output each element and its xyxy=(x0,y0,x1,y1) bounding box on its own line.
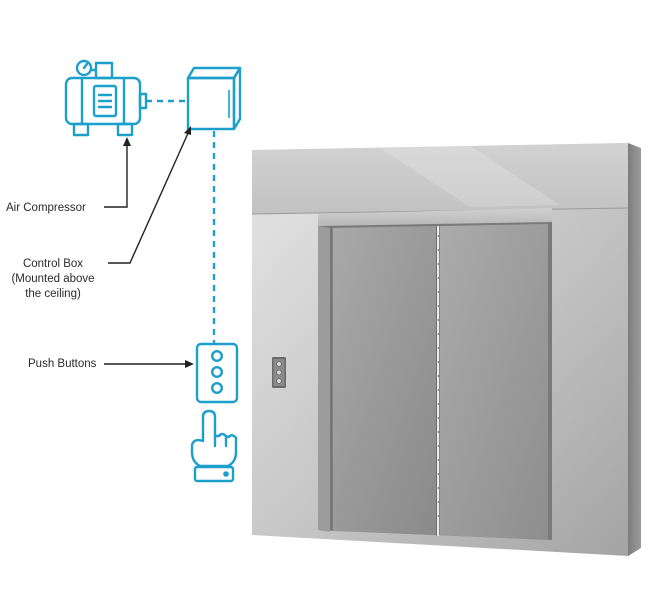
seal-rivet xyxy=(437,361,440,363)
control-box-label-line2: (Mounted above xyxy=(11,273,95,285)
leader-control-box xyxy=(108,130,190,264)
seal-rivet xyxy=(437,445,440,447)
seal-rivet xyxy=(437,501,440,503)
dashed-connectors xyxy=(146,99,216,344)
seal-rivet xyxy=(437,305,440,307)
air-compressor-icon xyxy=(64,59,148,137)
seal-rivet xyxy=(437,319,440,321)
seal-rivet xyxy=(437,375,440,377)
frame-reflection xyxy=(380,146,560,207)
seal-rivet xyxy=(437,347,440,349)
door-header xyxy=(252,143,628,214)
wall-push-button-plate xyxy=(272,357,286,388)
seal-rivet xyxy=(437,459,440,461)
seal-rivet xyxy=(437,487,440,489)
left-jamb xyxy=(318,226,330,532)
control-box-label-line3: the ceiling) xyxy=(25,288,81,300)
door-leaf-right xyxy=(440,224,548,540)
seal-rivet xyxy=(437,403,440,405)
leader-air-compressor xyxy=(104,143,128,208)
seal-rivet xyxy=(437,235,440,237)
push-buttons-label: Push Buttons xyxy=(28,358,97,370)
seal-rivet xyxy=(437,291,440,293)
seal-rivet xyxy=(437,417,440,419)
control-box-label: Control Box (Mounted above the ceiling) xyxy=(4,257,102,302)
seal-rivets xyxy=(437,235,440,517)
pointing-hand-icon xyxy=(190,409,238,483)
frame-side-edge xyxy=(628,143,641,556)
door-leaf-left xyxy=(332,226,436,535)
seal-rivet xyxy=(437,333,440,335)
seal-rivet xyxy=(437,473,440,475)
air-compressor-label: Air Compressor xyxy=(6,202,86,214)
sliding-door-unit xyxy=(251,143,641,556)
seal-rivet xyxy=(437,431,440,433)
leader-lines xyxy=(104,126,194,368)
seal-rivet xyxy=(437,389,440,391)
seal-rivet xyxy=(437,515,440,517)
push-button-panel-icon xyxy=(195,342,239,404)
door-track xyxy=(318,208,552,226)
control-box-label-line1: Control Box xyxy=(22,258,84,270)
seal-rivet xyxy=(437,249,440,251)
seal-rivet xyxy=(437,263,440,265)
control-box-icon xyxy=(186,66,242,131)
seal-rivet xyxy=(437,277,440,279)
